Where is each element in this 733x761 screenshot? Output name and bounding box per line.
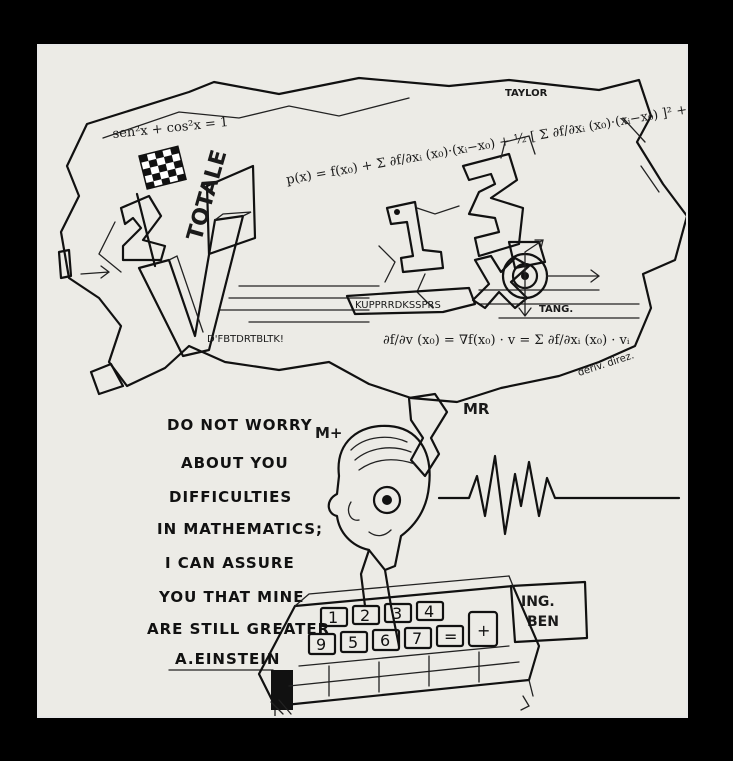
memory-plus-label: M+ bbox=[315, 424, 343, 442]
calc-key-label: 9 bbox=[316, 635, 326, 654]
key-row-1: 1 2 3 4 bbox=[319, 600, 445, 628]
calc-key bbox=[307, 632, 337, 656]
calc-key bbox=[435, 624, 465, 648]
mr-label: MR bbox=[463, 400, 490, 418]
calc-key bbox=[415, 600, 445, 622]
eye-icon bbox=[372, 485, 402, 515]
trig-identity: sen²x + cos²x = 1 bbox=[112, 115, 229, 142]
quote-author: A.EINSTEIN bbox=[175, 650, 280, 668]
tangent-target-icon bbox=[501, 239, 601, 317]
totale-sign: TOTALE bbox=[183, 147, 257, 256]
calc-key-label: 6 bbox=[380, 631, 390, 650]
quote-line: YOU THAT MINE bbox=[158, 588, 304, 606]
calc-key-label: 5 bbox=[348, 633, 358, 652]
calc-key-label: 2 bbox=[360, 606, 370, 625]
totale-label: TOTALE bbox=[183, 147, 233, 243]
quote-line: ARE STILL GREATER bbox=[147, 620, 330, 638]
calc-key bbox=[319, 606, 349, 628]
quote-line: ABOUT YOU bbox=[181, 454, 289, 472]
ing-ben-badge: ING. BEN bbox=[509, 580, 589, 644]
quote-line: I CAN ASSURE bbox=[165, 554, 295, 572]
calculator-foot bbox=[271, 670, 293, 710]
illustration-frame: sen²x + cos²x = 1 TOTALE TAYLOR p(x) bbox=[37, 44, 688, 718]
calc-key bbox=[339, 630, 369, 654]
einstein-quote: DO NOT WORRY ABOUT YOU DIFFICULTIES IN M… bbox=[147, 416, 330, 671]
scribble-marks bbox=[270, 695, 530, 715]
calc-key bbox=[403, 626, 433, 650]
calc-key-label: 1 bbox=[328, 608, 338, 627]
calculator: 1 2 3 4 9 5 6 7 = bbox=[257, 575, 541, 716]
calc-key-label: 3 bbox=[392, 604, 402, 623]
running-number-figures bbox=[378, 135, 547, 309]
key-row-2: 9 5 6 7 = bbox=[307, 624, 465, 656]
mr-hook-shape bbox=[407, 392, 449, 478]
speed-lines bbox=[218, 285, 640, 323]
calc-plus-key-label: + bbox=[477, 621, 490, 640]
calc-key bbox=[351, 604, 381, 626]
quote-line: DIFFICULTIES bbox=[169, 488, 292, 506]
calc-key-label: 7 bbox=[412, 629, 422, 648]
cartoon-illustration: sen²x + cos²x = 1 TOTALE TAYLOR p(x) bbox=[57, 65, 686, 716]
tangent-label: TANG. bbox=[539, 304, 573, 315]
badge-line2: BEN bbox=[527, 614, 559, 630]
left-bar-mark bbox=[57, 248, 73, 280]
bottom-left-arrow-mark bbox=[89, 362, 125, 396]
calc-plus-key bbox=[467, 610, 499, 648]
badge-line1: ING. bbox=[521, 594, 555, 610]
top-panel: sen²x + cos²x = 1 TOTALE TAYLOR p(x) bbox=[57, 65, 686, 478]
checkered-flag-icon bbox=[135, 145, 187, 268]
skateboard-plank bbox=[345, 286, 477, 316]
number-two-figure bbox=[119, 194, 167, 262]
gradient-formula: ∂f/∂v (x₀) = ∇f(x₀) · v = Σ ∂f/∂xᵢ (x₀) … bbox=[383, 333, 630, 348]
differentiability-label: D'FBTDRTBLTK! bbox=[207, 334, 284, 345]
direction-derivative-label: deriv. direz. bbox=[577, 350, 636, 379]
calc-key bbox=[371, 628, 401, 652]
small-arrow-icon bbox=[80, 265, 111, 279]
bottom-word: KUPPRRDKSSPRS bbox=[355, 300, 441, 311]
calc-key-label: 4 bbox=[424, 602, 434, 621]
quote-line: IN MATHEMATICS; bbox=[157, 520, 323, 538]
heartbeat-line bbox=[437, 454, 681, 536]
calc-key-label: = bbox=[444, 627, 457, 646]
letter-v-figure bbox=[137, 214, 245, 358]
top-panel-inner-jag bbox=[98, 97, 660, 273]
cartoon-head bbox=[327, 424, 431, 648]
calc-key bbox=[383, 602, 413, 624]
taylor-label: TAYLOR bbox=[505, 88, 548, 99]
top-panel-outline bbox=[59, 76, 686, 404]
bottom-panel: DO NOT WORRY ABOUT YOU DIFFICULTIES IN M… bbox=[147, 416, 681, 716]
quote-line: DO NOT WORRY bbox=[167, 416, 313, 434]
